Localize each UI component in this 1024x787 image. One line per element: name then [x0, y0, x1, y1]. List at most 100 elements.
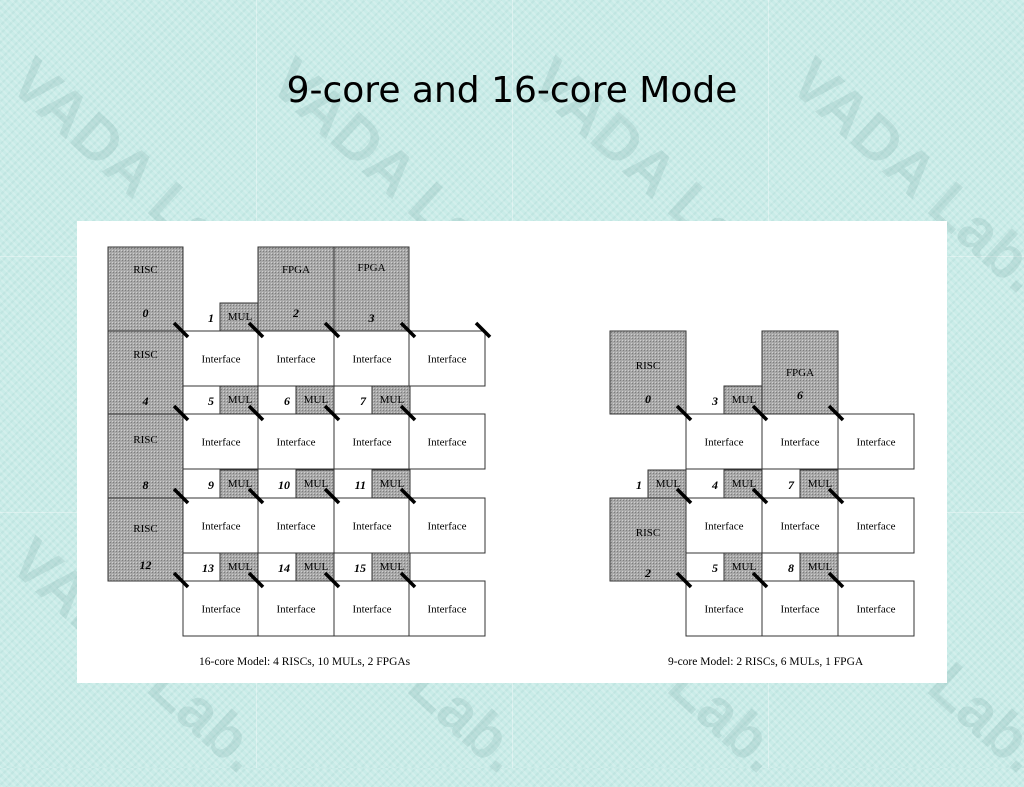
interface-block	[837, 580, 915, 637]
interface-label: Interface	[780, 604, 819, 616]
connector-mark	[399, 571, 417, 589]
mul-label: MUL	[228, 561, 253, 573]
interface-label: Interface	[427, 604, 466, 616]
interface-block	[408, 330, 486, 387]
interface-label: Interface	[276, 354, 315, 366]
core-block	[107, 413, 184, 499]
interface-label: Interface	[201, 521, 240, 533]
interface-label: Interface	[704, 521, 743, 533]
connector-mark	[172, 487, 190, 505]
core-block	[107, 246, 184, 332]
connector-mark	[247, 487, 265, 505]
connector-mark	[675, 404, 693, 422]
mul-label: MUL	[228, 311, 253, 323]
interface-label: Interface	[276, 521, 315, 533]
mul-number: 8	[788, 561, 794, 575]
interface-block	[182, 580, 260, 637]
mul-label: MUL	[228, 394, 253, 406]
interface-block	[408, 497, 486, 554]
mul-number: 1	[208, 311, 214, 325]
connector-mark	[323, 321, 341, 339]
core-number: 12	[140, 558, 152, 572]
connector-mark	[827, 404, 845, 422]
mul-number: 15	[354, 561, 366, 575]
interface-block	[408, 580, 486, 637]
slide-title: 9-core and 16-core Mode	[286, 70, 738, 111]
interface-block	[685, 413, 763, 470]
interface-label: Interface	[856, 437, 895, 449]
core-number: 3	[368, 311, 375, 325]
connector-mark	[172, 404, 190, 422]
core-type-label: RISC	[133, 434, 157, 446]
core-number: 0	[143, 306, 149, 320]
interface-block	[685, 580, 763, 637]
core-type-label: FPGA	[786, 367, 814, 379]
mul-number: 4	[711, 478, 718, 492]
core-number: 2	[292, 306, 299, 320]
connector-mark	[751, 487, 769, 505]
mul-label: MUL	[304, 478, 329, 490]
connector-mark	[323, 487, 341, 505]
core-type-label: RISC	[133, 349, 157, 361]
mul-label: MUL	[732, 561, 757, 573]
mul-number: 1	[636, 478, 642, 492]
mul-block	[799, 552, 839, 582]
core-block	[107, 330, 184, 415]
interface-label: Interface	[704, 437, 743, 449]
core-number: 2	[644, 566, 651, 580]
interface-label: Interface	[201, 354, 240, 366]
core-type-label: RISC	[133, 264, 157, 276]
interface-label: Interface	[427, 354, 466, 366]
mul-number: 9	[208, 478, 214, 492]
mul-label: MUL	[732, 478, 757, 490]
interface-label: Interface	[201, 437, 240, 449]
interface-label: Interface	[276, 604, 315, 616]
interface-block	[837, 413, 915, 470]
connector-mark	[247, 404, 265, 422]
mul-number: 14	[278, 561, 290, 575]
core-block	[333, 246, 410, 332]
interface-block	[408, 413, 486, 470]
mul-label: MUL	[228, 478, 253, 490]
core-block	[609, 497, 687, 582]
interface-block	[761, 497, 839, 554]
interface-label: Interface	[352, 354, 391, 366]
interface-label: Interface	[704, 604, 743, 616]
mul-label: MUL	[380, 394, 405, 406]
mul-label: MUL	[304, 561, 329, 573]
interface-label: Interface	[856, 604, 895, 616]
connector-mark	[172, 321, 190, 339]
connector-mark	[827, 571, 845, 589]
interface-block	[333, 413, 411, 470]
interface-label: Interface	[352, 437, 391, 449]
interface-label: Interface	[427, 437, 466, 449]
interface-block	[761, 580, 839, 637]
core-type-label: FPGA	[357, 262, 385, 274]
mul-number: 5	[208, 394, 214, 408]
core-type-label: RISC	[636, 360, 660, 372]
interface-label: Interface	[201, 604, 240, 616]
connector-mark	[751, 404, 769, 422]
mul-number: 5	[712, 561, 718, 575]
interface-label: Interface	[352, 604, 391, 616]
mul-number: 7	[360, 394, 367, 408]
mul-number: 11	[355, 478, 366, 492]
connector-mark	[675, 571, 693, 589]
interface-label: Interface	[780, 437, 819, 449]
mul-label: MUL	[808, 561, 833, 573]
connector-mark	[247, 321, 265, 339]
interface-label: Interface	[427, 521, 466, 533]
core-block	[761, 330, 839, 415]
core-type-label: FPGA	[282, 264, 310, 276]
core-block	[257, 246, 335, 332]
core-number: 0	[645, 392, 651, 406]
interface-block	[182, 497, 260, 554]
connector-mark	[399, 404, 417, 422]
connector-mark	[399, 487, 417, 505]
interface-block	[837, 497, 915, 554]
caption-16-core: 16-core Model: 4 RISCs, 10 MULs, 2 FPGAs	[199, 656, 411, 668]
caption-9-core: 9-core Model: 2 RISCs, 6 MULs, 1 FPGA	[668, 656, 864, 668]
connector-mark	[323, 571, 341, 589]
